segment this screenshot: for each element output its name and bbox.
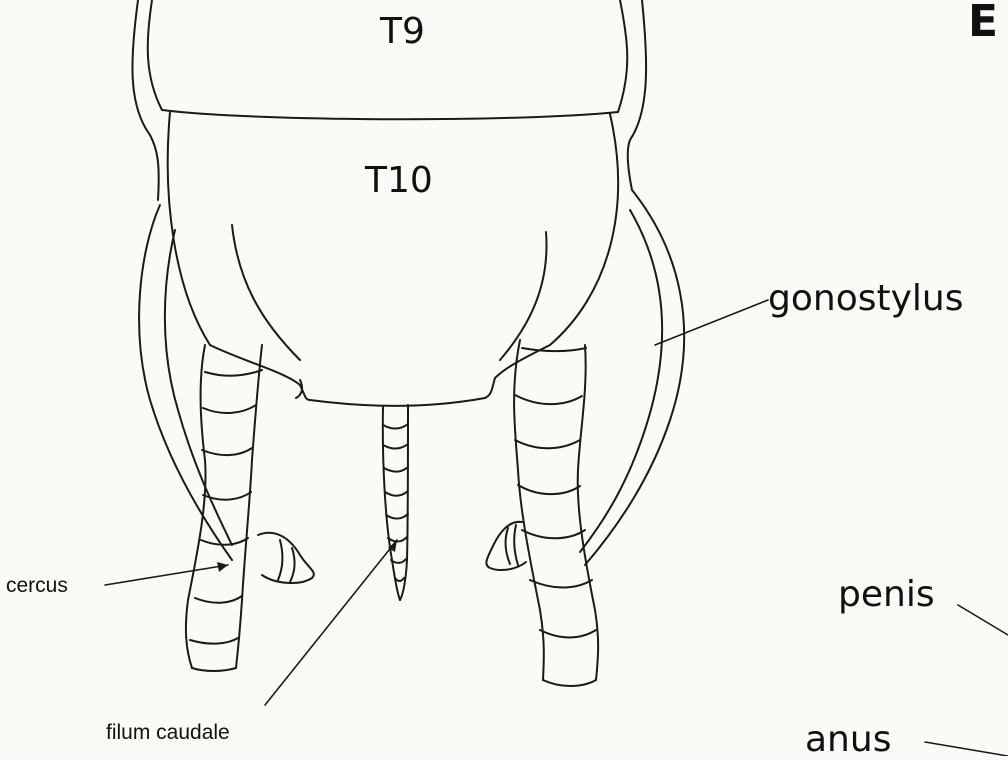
arrowhead-cercus bbox=[217, 562, 228, 572]
filum-caudale bbox=[383, 405, 408, 600]
lateral-bud-left bbox=[258, 533, 314, 583]
leader-anus bbox=[925, 742, 1008, 756]
label-filum-caudale: filum caudale bbox=[106, 722, 230, 743]
gonostylus-right bbox=[580, 190, 684, 565]
cercus-right bbox=[514, 340, 598, 686]
label-t9: T9 bbox=[380, 14, 425, 50]
label-t10: T10 bbox=[365, 163, 433, 199]
label-cercus: cercus bbox=[6, 575, 68, 596]
title-fragment: E bbox=[968, 0, 998, 44]
leader-filum-caudale bbox=[265, 540, 397, 705]
leader-lines bbox=[105, 300, 1008, 756]
leader-penis bbox=[958, 605, 1008, 635]
tergite-t10 bbox=[168, 112, 618, 406]
label-anus: anus bbox=[805, 722, 891, 758]
label-gonostylus: gonostylus bbox=[768, 281, 963, 317]
leader-cercus bbox=[105, 565, 228, 585]
gonostylus-left bbox=[139, 205, 232, 560]
label-penis: penis bbox=[838, 577, 935, 613]
leader-gonostylus bbox=[655, 300, 768, 345]
lateral-bud-right bbox=[486, 522, 526, 570]
